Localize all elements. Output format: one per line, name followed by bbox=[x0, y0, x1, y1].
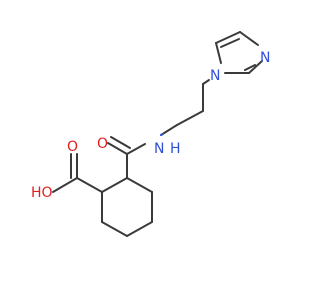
chain-bond-4 bbox=[202, 79, 210, 85]
carboxylic-acid-group bbox=[52, 153, 103, 193]
amide-hydrogen-label: H bbox=[170, 141, 181, 157]
nitrogen-accent bbox=[160, 133, 164, 136]
imidazole-bond-2-inner bbox=[220, 38, 240, 48]
amide-oxygen-label: O bbox=[97, 136, 108, 152]
imidazole-n3-label: N bbox=[260, 50, 270, 66]
carboxyl-oxygen-label: O bbox=[67, 139, 78, 155]
hydroxyl-oxygen-label: HO bbox=[31, 185, 53, 201]
structure-diagram: HO O O N H N N bbox=[31, 31, 270, 237]
amide-nitrogen-label: N bbox=[154, 141, 164, 157]
propyl-linker bbox=[160, 79, 210, 136]
ring-bond-4 bbox=[126, 221, 153, 237]
imidazole-n1-label: N bbox=[210, 68, 220, 84]
imidazole-bond-4 bbox=[248, 60, 263, 74]
cyclohexane-ring bbox=[101, 177, 153, 237]
ring-bond-5 bbox=[101, 221, 128, 237]
carbonyl-to-nitrogen-bond bbox=[126, 143, 146, 155]
chain-bond-2 bbox=[176, 110, 204, 126]
molecule-svg: HO O O N H N N bbox=[31, 31, 270, 237]
imidazole-bond-2 bbox=[215, 31, 241, 44]
imidazole-bond-3 bbox=[239, 31, 259, 46]
imidazole-bond-1 bbox=[215, 42, 222, 64]
imidazole-ring bbox=[215, 31, 263, 74]
amide-carbonyl-bond-b bbox=[110, 136, 131, 149]
ring-bond-2 bbox=[126, 177, 153, 193]
hydroxyl-bond bbox=[52, 177, 78, 193]
ring-bond-1 bbox=[101, 177, 128, 193]
amide-group bbox=[107, 136, 146, 179]
imidazole-bond-4-inner bbox=[244, 64, 256, 71]
amide-carbonyl-bond-a bbox=[107, 142, 128, 155]
carboxyl-carbon-bond bbox=[76, 177, 103, 193]
